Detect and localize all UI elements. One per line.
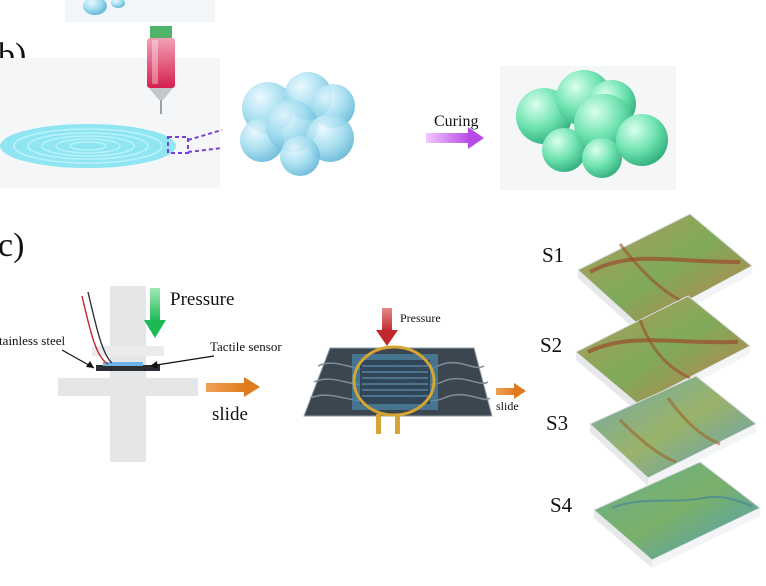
previous-panel-remnant [65,0,215,22]
slide-arrow-left [206,377,260,397]
stainless-steel-pointer [61,349,95,369]
spiral-substrate-icon [0,58,223,188]
stainless-steel-label: stainless steel [0,333,66,348]
tactile-sensor-label: Tactile sensor [210,339,282,354]
pressure-label-left: Pressure [170,289,234,310]
pressure-arrow-middle [376,308,398,346]
sample-label-s1: S1 [542,243,564,267]
stainless-steel-plate [96,365,160,371]
panel-c-label: c) [0,227,24,264]
slide-label-middle: slide [496,399,519,413]
tactile-sensor-element [103,362,143,366]
sample-label-s3: S3 [546,411,568,435]
pressure-arrow-left [144,288,166,338]
textured-sensor-assembly [303,345,493,434]
syringe-icon [147,26,175,114]
slide-label-left: slide [212,404,248,425]
sample-label-s2: S2 [540,333,562,357]
curing-label: Curing [434,113,478,130]
slide-arrow-middle [496,383,526,399]
pressure-label-middle: Pressure [400,311,441,325]
droplet-cluster [240,72,355,176]
sample-label-s4: S4 [550,493,573,517]
cured-sphere-cluster [500,66,676,190]
tactile-sensor-pointer [149,355,215,369]
test-rig [58,286,198,462]
sample-tile-s4 [593,461,761,568]
curing-arrow: Curing [426,113,484,149]
sample-tile-s3 [589,375,757,486]
